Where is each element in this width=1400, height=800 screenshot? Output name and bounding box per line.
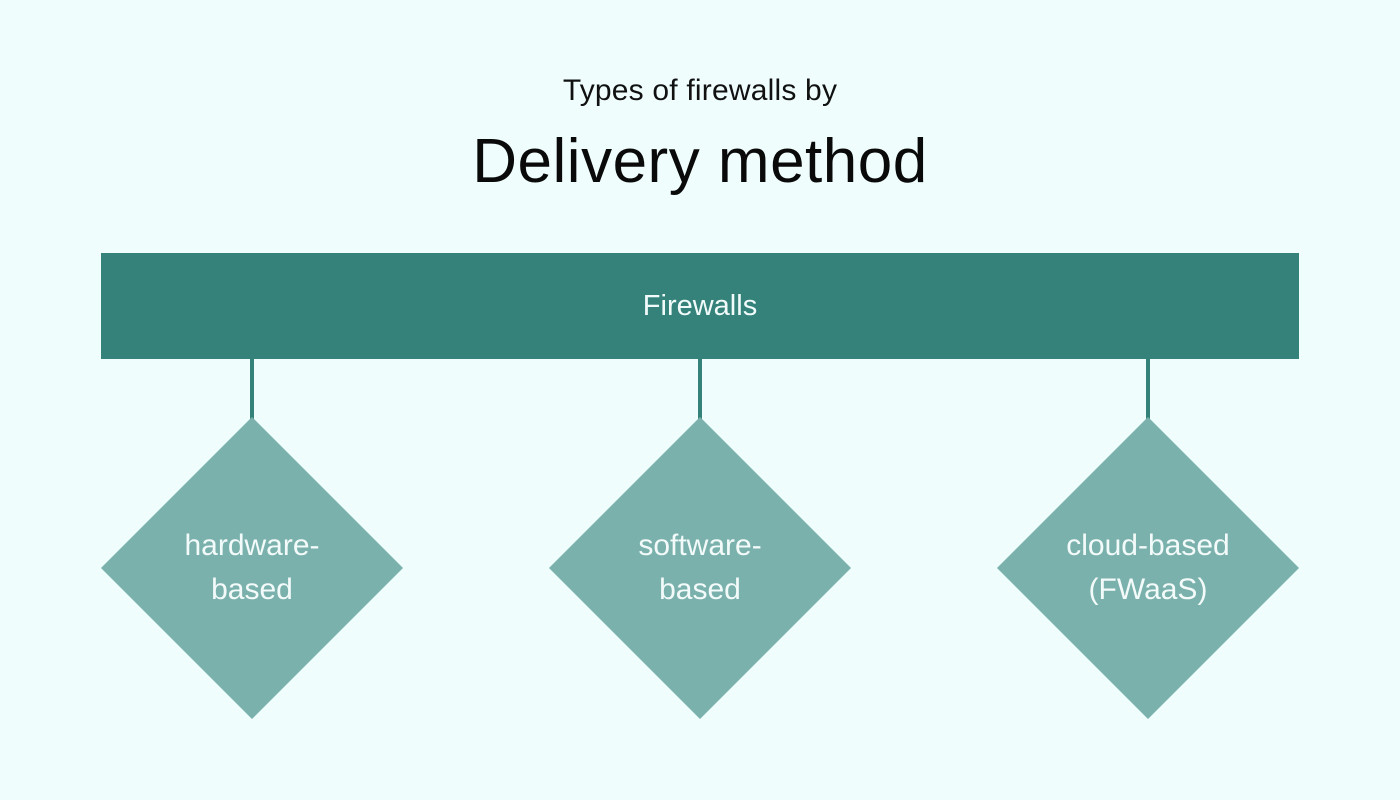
diagram-title: Delivery method bbox=[472, 127, 928, 196]
diamond-shape bbox=[997, 417, 1299, 719]
child-node-cloud-based: cloud-based (FWaaS) bbox=[997, 417, 1299, 719]
diagram-subtitle: Types of firewalls by bbox=[562, 74, 838, 107]
child-node-label: cloud-based (FWaaS) bbox=[1066, 529, 1230, 606]
root-node-label: Firewalls bbox=[642, 289, 758, 322]
connector-hardware bbox=[250, 359, 254, 421]
child-node-hardware-based: hardware- based bbox=[101, 417, 403, 719]
connector-cloud bbox=[1146, 359, 1150, 421]
child-node-label: hardware- based bbox=[184, 529, 320, 606]
root-node-firewalls: Firewalls bbox=[101, 253, 1299, 359]
connector-software bbox=[698, 359, 702, 421]
diamond-shape bbox=[101, 417, 403, 719]
child-node-software-based: software- based bbox=[549, 417, 851, 719]
diamond-shape bbox=[549, 417, 851, 719]
child-node-label: software- based bbox=[638, 529, 762, 606]
